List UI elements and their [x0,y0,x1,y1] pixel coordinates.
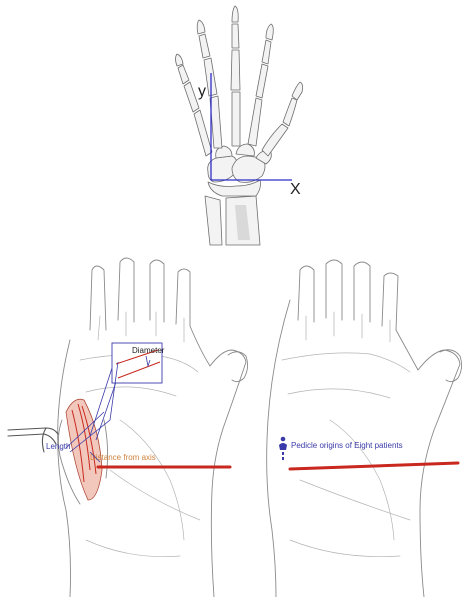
diameter-label: Diameter [132,346,165,355]
y-axis-label: y [198,83,206,100]
length-label: Length [46,442,70,451]
hand-skeleton-illustration [176,6,303,245]
right-hand-illustration [267,260,462,597]
x-axis-label: X [290,181,301,198]
pin-marker-icon [279,437,287,460]
distance-from-axis-label: Distance from axis [90,453,156,462]
surgical-flap [58,399,107,504]
pedicle-origins-label: Pedicle origins of Eight patients [291,441,403,450]
pedicle-origins-legend: Pedicle origins of Eight patients [279,437,403,460]
right-reference-axis-line [290,463,458,469]
